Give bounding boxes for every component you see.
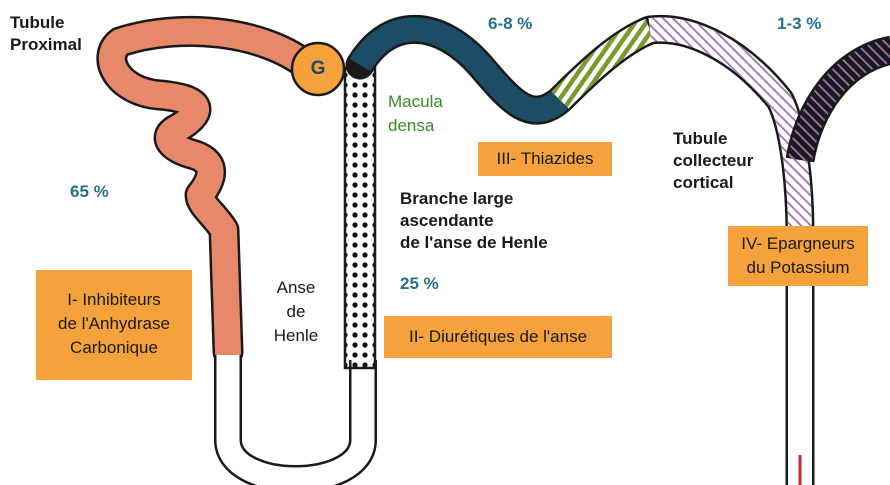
tubule-proximal-line-2: Proximal <box>10 34 82 56</box>
thick-branch-line-3: de l'anse de Henle <box>400 232 548 254</box>
drug-class1-line-1: I- Inhibiteurs <box>36 288 192 312</box>
thick-branch-line-1: Branche large <box>400 188 548 210</box>
anse-line-3: Henle <box>264 324 328 348</box>
tubule-collecteur-line-3: cortical <box>673 172 753 194</box>
tubule-proximal-label: Tubule Proximal <box>10 12 82 56</box>
macula-densa-line-1: Macula <box>388 90 443 114</box>
drug-box-thiazides: III- Thiazides <box>478 142 612 176</box>
macula-densa-line-2: densa <box>388 114 443 138</box>
collecting-branch-right <box>800 50 890 160</box>
drug-class3-label: III- Thiazides <box>478 147 612 171</box>
thick-branch-line-2: ascendante <box>400 210 548 232</box>
drug-box-loop-diuretics: II- Diurétiques de l'anse <box>384 316 612 358</box>
thick-branch-label: Branche large ascendante de l'anse de He… <box>400 188 548 254</box>
tubule-collecteur-line-1: Tubule <box>673 128 753 150</box>
glomerulus-letter: G <box>296 54 340 84</box>
drug-class1-line-3: Carbonique <box>36 336 192 360</box>
drug-box-potassium-sparing: IV- Epargneurs du Potassium <box>728 226 868 286</box>
macula-densa-label: Macula densa <box>388 90 443 138</box>
tubule-collecteur-line-2: collecteur <box>673 150 753 172</box>
drug-class1-line-2: de l'Anhydrase <box>36 312 192 336</box>
tubule-collecteur-label: Tubule collecteur cortical <box>673 128 753 194</box>
anse-de-henle-label: Anse de Henle <box>264 276 328 348</box>
percent-loop: 25 % <box>400 274 439 294</box>
loop-thin-limb <box>228 355 363 479</box>
drug-box-carbonic-anhydrase: I- Inhibiteurs de l'Anhydrase Carbonique <box>36 270 192 380</box>
dotted-ascending-limb <box>345 68 375 368</box>
drug-class2-label: II- Diurétiques de l'anse <box>384 325 612 349</box>
anse-line-1: Anse <box>264 276 328 300</box>
anse-line-2: de <box>264 300 328 324</box>
drug-class4-line-2: du Potassium <box>728 256 868 280</box>
percent-distal: 6-8 % <box>488 14 532 34</box>
percent-collecting: 1-3 % <box>777 14 821 34</box>
tubule-proximal-line-1: Tubule <box>10 12 82 34</box>
percent-proximal: 65 % <box>70 182 109 202</box>
drug-class4-line-1: IV- Epargneurs <box>728 232 868 256</box>
